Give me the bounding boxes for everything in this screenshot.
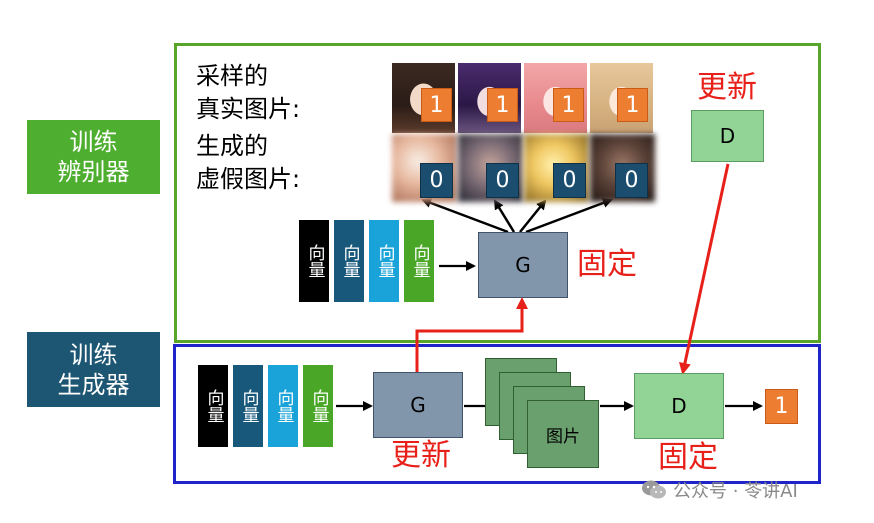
bottom-output-label: 1 — [765, 389, 798, 424]
top-vector-4: 向量 — [404, 220, 434, 302]
discriminator-training-frame — [174, 43, 821, 343]
real-label-4: 1 — [617, 88, 648, 122]
fake-label-1: 0 — [420, 163, 453, 198]
watermark-text: 公众号 · 苓讲AI — [673, 481, 798, 502]
top-d-status: 更新 — [697, 70, 757, 105]
real-images-caption: 采样的 真实图片: — [196, 62, 301, 123]
real-label-3: 1 — [553, 88, 584, 122]
g-to-fake-2-arrow — [493, 199, 516, 233]
top-g-status: 固定 — [577, 247, 637, 282]
bottom-d-status: 固定 — [658, 440, 718, 475]
g-to-fake-1-arrow — [421, 198, 509, 234]
fake-label-2: 0 — [486, 163, 519, 198]
real-label-2: 1 — [487, 88, 518, 122]
train-discriminator-label: 训练 辨别器 — [27, 120, 160, 194]
d-weight-sync-arrow — [679, 163, 730, 375]
bottom-generator-box: G — [373, 372, 463, 438]
generator-training-frame — [173, 344, 821, 484]
watermark: 公众号 · 苓讲AI — [641, 476, 866, 504]
bottom-discriminator-box: D — [634, 373, 724, 439]
train-generator-label: 训练 生成器 — [27, 332, 160, 407]
g-weight-sync-arrow — [415, 297, 528, 372]
top-generator-box: G — [478, 232, 568, 298]
top-vector-2: 向量 — [334, 220, 364, 302]
fake-label-4: 0 — [615, 163, 648, 198]
real-label-1: 1 — [421, 88, 452, 122]
bottom-vector-1: 向量 — [198, 365, 228, 447]
top-discriminator-box: D — [691, 110, 764, 162]
fake-label-3: 0 — [553, 163, 586, 198]
bottom-g-status: 更新 — [391, 438, 451, 473]
bottom-vector-4: 向量 — [303, 365, 333, 447]
bottom-vector-3: 向量 — [268, 365, 298, 447]
g-to-fake-4-arrow — [525, 198, 613, 234]
top-vector-1: 向量 — [299, 220, 329, 302]
bottom-vector-2: 向量 — [233, 365, 263, 447]
top-vector-3: 向量 — [369, 220, 399, 302]
g-to-fake-3-arrow — [519, 199, 547, 233]
fake-images-caption: 生成的 虚假图片: — [196, 132, 301, 193]
wechat-icon — [641, 479, 667, 501]
image-stack-card-front: 图片 — [527, 400, 599, 468]
